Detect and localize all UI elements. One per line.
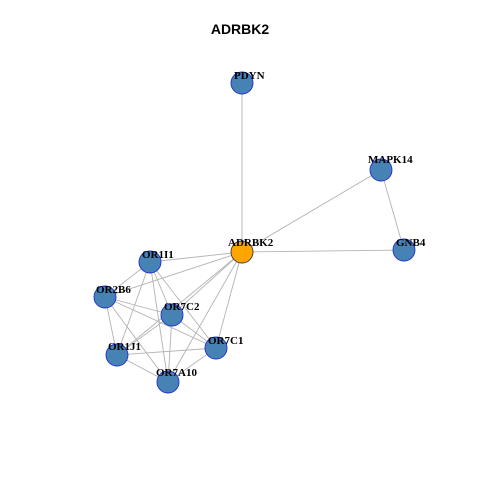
edge-adrbk2-or1i1 [149, 251, 243, 263]
node-label-or7a10: OR7A10 [156, 367, 197, 379]
edge-adrbk2-or7a10 [167, 251, 243, 383]
node-label-mapk14: MAPK14 [368, 154, 413, 166]
diagram-title: ADRBK2 [210, 21, 270, 37]
edges-layer [104, 83, 405, 383]
edge-adrbk2-mapk14 [241, 169, 382, 253]
node-label-or7c1: OR7C1 [208, 335, 243, 347]
edge-or1i1-or1j1 [116, 261, 151, 356]
edge-or2b6-or7a10 [104, 296, 169, 383]
edge-or2b6-or7c1 [104, 296, 217, 349]
edge-or2b6-or7c2 [104, 296, 173, 316]
node-or1j1 [105, 343, 129, 367]
node-label-or7c2: OR7C2 [164, 301, 200, 313]
edge-adrbk2-or1j1 [116, 251, 243, 356]
edge-or1i1-or7c1 [149, 261, 217, 349]
node-label-or2b6: OR2B6 [96, 284, 131, 296]
edge-adrbk2-or7c1 [215, 251, 243, 349]
node-pdyn [230, 71, 254, 95]
edge-adrbk2-or2b6 [104, 251, 243, 298]
node-or7c2 [160, 303, 184, 327]
node-mapk14 [369, 158, 393, 182]
edge-adrbk2-or7c2 [171, 251, 243, 316]
node-or1i1 [138, 250, 162, 274]
node-label-or1j1: OR1J1 [108, 341, 141, 353]
node-label-pdyn: PDYN [234, 70, 265, 82]
node-or7a10 [156, 370, 180, 394]
node-gnb4 [392, 238, 416, 262]
node-label-adrbk2: ADRBK2 [228, 237, 274, 249]
edge-adrbk2-gnb4 [241, 249, 405, 253]
node-label-or1i1: OR1I1 [142, 249, 174, 261]
node-adrbk2 [230, 240, 254, 264]
nodes-layer [93, 71, 416, 394]
edge-or7c1-or1j1 [116, 347, 217, 356]
node-label-gnb4: GNB4 [396, 237, 426, 249]
edge-mapk14-gnb4 [380, 169, 405, 251]
node-or7c1 [204, 336, 228, 360]
node-or2b6 [93, 285, 117, 309]
